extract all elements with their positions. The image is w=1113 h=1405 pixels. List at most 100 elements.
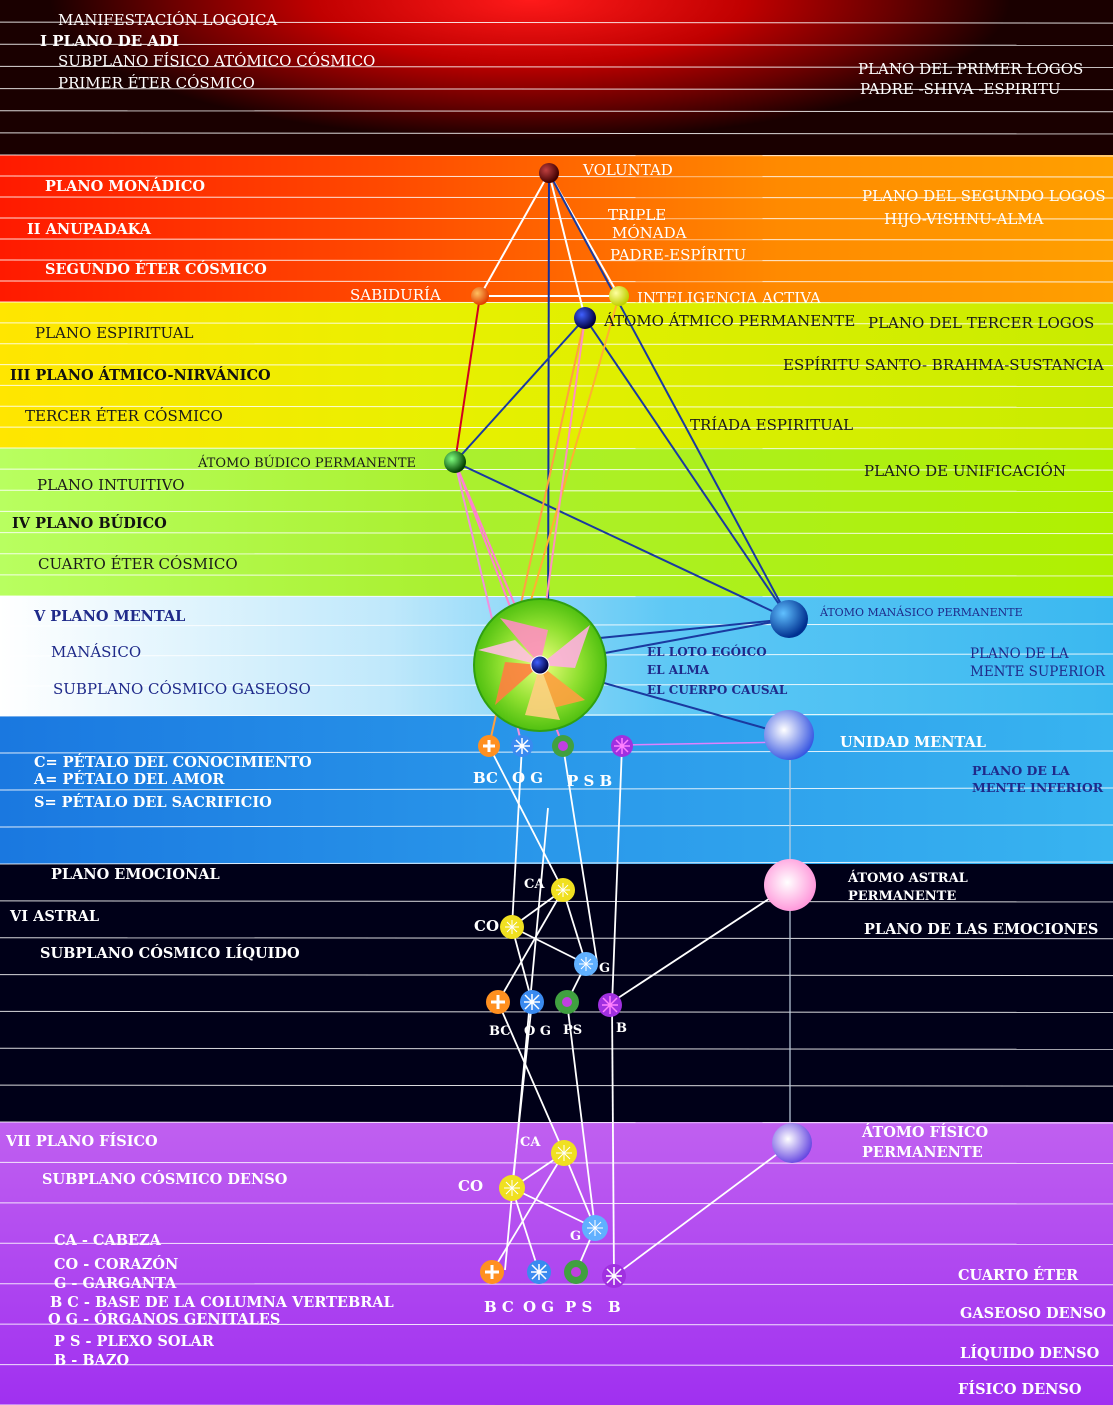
physical-ps-label: P S <box>565 1298 593 1316</box>
lotus-center <box>530 655 550 675</box>
atmic-atom-label: ÁTOMO ÁTMICO PERMANENTE <box>604 312 856 330</box>
manasic-atom-label: ÁTOMO MANÁSICO PERMANENTE <box>820 606 1023 619</box>
astral-atom-label-1: ÁTOMO ASTRAL <box>848 871 968 886</box>
astral-ca-label: CA <box>524 877 545 892</box>
subplane-line <box>0 384 1113 387</box>
astral-ps-label: PS <box>563 1023 583 1038</box>
plane1-right2: PADRE -SHIVA -ESPIRITU <box>860 80 1061 98</box>
plane1-title: I PLANO DE ADI <box>40 32 180 50</box>
subplane-line <box>0 280 1113 283</box>
inferior-label-1: PLANO DE LA <box>972 763 1070 778</box>
lotus-petals <box>478 618 590 720</box>
monad-triangle <box>479 172 620 319</box>
sub-right-liquido: LÍQUIDO DENSO <box>960 1345 1100 1362</box>
unidad-mental-label: UNIDAD MENTAL <box>840 734 986 751</box>
subplane-line <box>0 364 1113 367</box>
subplane-line <box>0 132 1113 135</box>
astral-atom <box>764 859 816 911</box>
astral-co-label: CO <box>474 917 500 935</box>
buddhic-atom <box>444 451 466 473</box>
triada-label: TRÍADA ESPIRITUAL <box>690 416 854 434</box>
physical-atom-label-1: ÁTOMO FÍSICO <box>862 1124 989 1141</box>
subplane-line <box>0 1047 1113 1050</box>
chakra-og-label: O G <box>512 769 544 787</box>
subplane-line <box>0 468 1113 471</box>
plane7-sub: SUBPLANO CÓSMICO DENSO <box>42 1171 288 1188</box>
plane4-intuitivo: PLANO INTUITIVO <box>37 476 185 494</box>
band-astral <box>0 864 1113 1122</box>
subplane-line <box>0 110 1113 113</box>
plane3-espiritual: PLANO ESPIRITUAL <box>35 324 194 342</box>
astral-g-label: G <box>599 961 611 976</box>
subplane-line <box>0 154 1113 157</box>
plane2-right1: PLANO DEL SEGUNDO LOGOS <box>862 187 1106 205</box>
subplane-line <box>0 489 1113 492</box>
plane4-right: PLANO DE UNIFICACIÓN <box>864 462 1066 480</box>
plane6-title: VI ASTRAL <box>10 908 100 925</box>
physical-co-label: CO <box>458 1177 484 1195</box>
physical-atom-label-2: PERMANENTE <box>862 1144 983 1161</box>
inteligencia-atom <box>609 286 629 306</box>
subplane-line <box>0 405 1113 408</box>
superior-label-2: MENTE SUPERIOR <box>970 664 1105 680</box>
manasic-atom <box>770 600 808 638</box>
plane5-manasico: MANÁSICO <box>51 643 142 661</box>
legend-ps: P S - PLEXO SOLAR <box>54 1333 214 1350</box>
astral-atom-label-2: PERMANENTE <box>848 889 957 904</box>
subplane-line <box>0 1283 1113 1286</box>
plane3-right1: PLANO DEL TERCER LOGOS <box>868 314 1095 332</box>
chakras-physical <box>480 1140 626 1288</box>
chakra-psb-label: P S B <box>567 772 613 790</box>
plane6-emocional: PLANO EMOCIONAL <box>51 866 220 883</box>
plane1-right1: PLANO DEL PRIMER LOGOS <box>858 60 1084 78</box>
subplane-line <box>0 238 1113 241</box>
plane4-title: IV PLANO BÚDICO <box>12 515 167 532</box>
monada-label: MÓNADA <box>612 224 687 242</box>
subplane-line <box>0 937 1113 940</box>
physical-g-label: G <box>570 1229 582 1244</box>
physical-b-label: B <box>608 1298 621 1316</box>
manifestacion-label: MANIFESTACIÓN LOGOICA <box>58 11 278 29</box>
sabiduria-atom <box>471 287 489 305</box>
petalo-a: A= PÉTALO DEL AMOR <box>34 771 225 788</box>
astral-b-label: B <box>616 1021 627 1036</box>
petalo-c: C= PÉTALO DEL CONOCIMIENTO <box>34 754 312 771</box>
plane2-name: II ANUPADAKA <box>27 221 151 238</box>
subplane-line <box>0 1364 1113 1367</box>
subplane-line <box>0 322 1113 325</box>
plane2-right2: HIJO-VISHNU-ALMA <box>884 210 1044 228</box>
superior-label-1: PLANO DE LA <box>970 646 1069 662</box>
band-atmic <box>0 302 1113 448</box>
legend-g: G - GARGANTA <box>54 1275 177 1292</box>
plane5-title: V PLANO MENTAL <box>34 608 186 625</box>
sub-right-fisico: FÍSICO DENSO <box>958 1381 1082 1398</box>
plane4-ether: CUARTO ÉTER CÓSMICO <box>38 555 238 573</box>
plane3-ether: TERCER ÉTER CÓSMICO <box>25 407 223 425</box>
subplane-line <box>0 196 1113 199</box>
loto-label: EL LOTO EGÓICO <box>647 645 767 659</box>
subplane-line <box>0 824 1113 828</box>
plane7-title: VII PLANO FÍSICO <box>6 1133 158 1150</box>
subplane-line <box>0 861 1113 865</box>
subplane-line <box>0 1010 1113 1013</box>
subplane-line <box>0 301 1113 304</box>
subplane-line <box>0 343 1113 346</box>
subplane-line <box>0 1084 1113 1087</box>
subplane-line <box>0 426 1113 429</box>
plane1-sub1: SUBPLANO FÍSICO ATÓMICO CÓSMICO <box>58 52 376 70</box>
petalo-s: S= PÉTALO DEL SACRIFICIO <box>34 794 272 811</box>
plane6-sub: SUBPLANO CÓSMICO LÍQUIDO <box>40 945 300 962</box>
subplane-line <box>0 787 1113 791</box>
triple-label: TRIPLE <box>608 206 667 224</box>
inferior-label-2: MENTE INFERIOR <box>972 780 1104 795</box>
legend-b: B - BAZO <box>54 1352 130 1369</box>
buddhic-atom-label: ÁTOMO BÚDICO PERMANENTE <box>198 456 417 471</box>
physical-bc-label: B C <box>484 1298 514 1316</box>
subplane-line <box>0 1242 1113 1245</box>
subplane-line <box>0 553 1113 556</box>
physical-og-label: O G <box>523 1298 555 1316</box>
legend-og: O G - ÓRGANOS GENITALES <box>48 1311 281 1328</box>
astral-bc-label: BC <box>489 1024 511 1039</box>
